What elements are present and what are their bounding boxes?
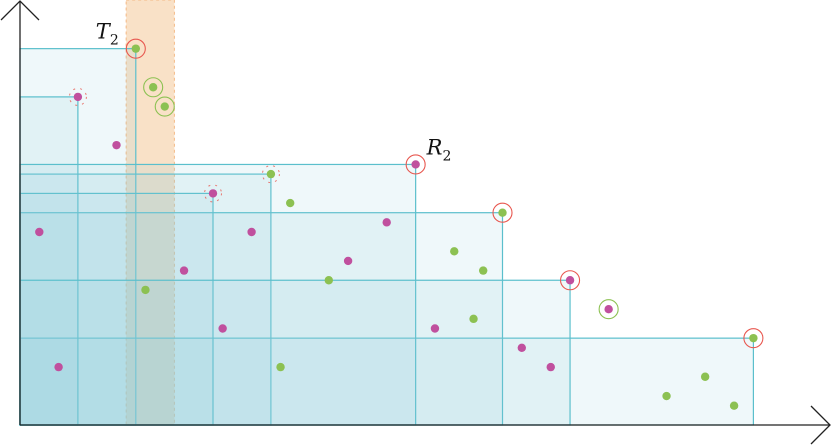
point-green xyxy=(749,333,758,343)
point-green xyxy=(276,362,285,372)
point-magenta xyxy=(73,92,83,102)
dominance-rectangle xyxy=(19,192,214,426)
point-green xyxy=(131,44,140,53)
point-magenta xyxy=(411,160,420,169)
point-magenta xyxy=(218,324,227,333)
selected-ring-red xyxy=(405,154,426,175)
point-magenta xyxy=(247,227,256,237)
dominance-rectangle xyxy=(19,279,571,426)
selected-ring-red xyxy=(559,270,581,291)
dashed-ring xyxy=(68,87,87,106)
label-r2: R2 xyxy=(426,135,452,164)
point-magenta xyxy=(343,256,353,266)
point-magenta xyxy=(517,343,526,352)
point-green xyxy=(141,285,150,295)
points xyxy=(35,38,764,410)
point-green xyxy=(479,266,488,275)
x-axis-arrow-icon xyxy=(810,405,831,445)
candidate-ring-green xyxy=(154,96,175,117)
dominance-rectangles xyxy=(19,48,755,426)
point-magenta xyxy=(604,305,613,314)
candidate-ring-green xyxy=(598,299,619,320)
point-green xyxy=(729,401,739,410)
selected-ring-red xyxy=(125,38,146,59)
point-magenta xyxy=(54,362,63,372)
dominance-rectangle xyxy=(19,212,504,426)
selected-ring-red xyxy=(743,328,764,349)
point-magenta xyxy=(35,227,44,237)
candidate-ring-green xyxy=(143,77,164,98)
point-green xyxy=(498,208,507,217)
point-magenta xyxy=(430,324,440,333)
dominance-rectangle xyxy=(19,337,755,426)
point-magenta xyxy=(546,362,555,372)
dashed-ring xyxy=(261,165,280,184)
point-magenta xyxy=(112,140,121,150)
point-green xyxy=(148,83,158,92)
dashed-ring xyxy=(204,184,222,203)
point-green xyxy=(450,247,459,256)
point-green xyxy=(324,276,333,285)
point-green xyxy=(662,391,671,401)
point-green xyxy=(286,198,295,208)
point-green xyxy=(469,314,478,324)
labels: T2 R2 xyxy=(96,20,452,165)
point-magenta xyxy=(179,266,189,275)
point-magenta xyxy=(565,276,575,285)
point-green xyxy=(266,169,276,179)
point-magenta xyxy=(382,218,391,227)
selected-ring-red xyxy=(492,202,513,223)
dominance-rectangle xyxy=(19,163,417,426)
label-t2: T2 xyxy=(96,20,119,49)
y-axis-arrow-icon xyxy=(0,0,40,21)
point-green xyxy=(700,372,710,381)
dominance-rectangle xyxy=(19,96,79,426)
point-green xyxy=(160,102,169,111)
point-magenta xyxy=(208,189,218,198)
